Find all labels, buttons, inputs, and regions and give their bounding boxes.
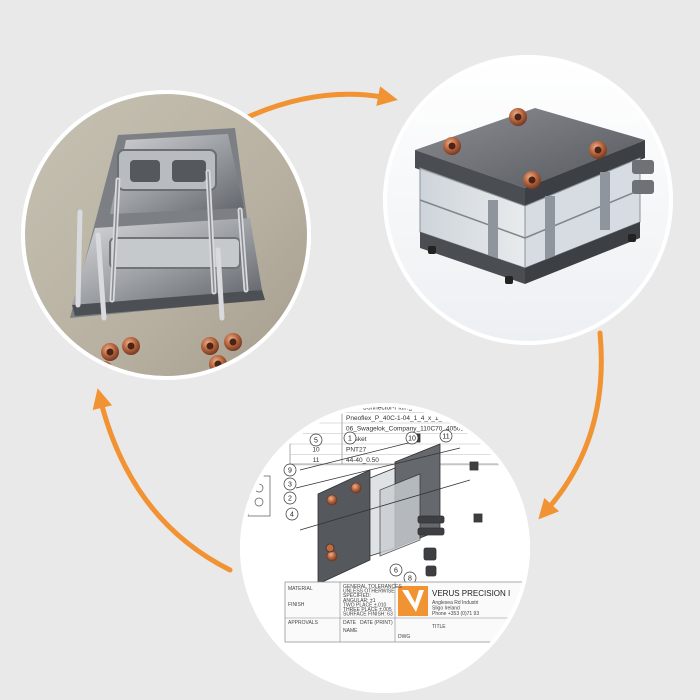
title-block-field: DATE (PRINT) [360,620,393,626]
company-address-line: Phone +353 (0)71 93 [432,611,479,617]
bom-description: SubstMarg_N_M_Ext_Nut [346,394,422,401]
callout-number: 5 [314,438,318,445]
cad-nut-icon [443,108,607,189]
arrow-photo-to-cad [245,86,398,120]
cad-circle [383,55,673,345]
bom-description: 06_Swagelok_Company_110C70_40501A [346,426,469,433]
verus-logo-icon [398,586,428,616]
title-block-field: DWG [398,634,410,640]
drawing-circle: 1310K67 MiniTan Tie Rod 1310K62 MiniTan P… [240,373,530,693]
callout-number: 4 [290,512,294,519]
title-block-field: NAME [343,628,358,634]
title-block-field: DATE [343,620,357,626]
callout-number: 8 [408,576,412,583]
bom-item-number: 10 [312,447,320,454]
tolerance-note: SURFACE FINISH: 63 [343,612,393,618]
callout-number: 2 [288,496,292,503]
company-address-line: Anglesea Rd Industri [432,600,478,606]
bom-description: Pneoflex_P_40C-1-04_1_4_x_1_4 [346,415,446,422]
title-block-field: FINISH [288,602,305,608]
exploded-assembly-drawing [295,433,483,585]
callout-number: 9 [288,468,292,475]
bom-description: Gasket [346,436,367,443]
title-block-field: MATERIAL [288,586,313,592]
cycle-arrows [92,86,604,573]
arrow-cad-to-drawing [538,330,604,520]
bom-description: 1310K62 MiniTan Precision Shaft [346,384,442,391]
bom-description: Male-Connector-Fitting-Straight [346,405,437,412]
tolerance-note: THREE PLACE ±.005 [343,607,392,613]
title-block-field: APPROVALS [288,620,319,626]
circle-borders [21,55,673,693]
tolerance-note: ANGULAR: ±1 [343,598,376,604]
callout-number: 10 [408,436,416,443]
machined-mold-photo-icon [70,128,265,377]
callout-number: 3 [288,482,292,489]
bom-description: 44-40_0.50 [346,457,379,464]
bom-item-number: 7 [314,394,318,401]
title-label: TITLE [432,624,446,630]
arrow-drawing-to-photo [92,388,233,573]
bom-description: 1310K67 MiniTan Tie Rod [346,373,421,380]
tolerance-note: TWO PLACE ±.010 [343,602,387,608]
bom-item-number: 8 [314,405,318,412]
callout-number: 6 [394,568,398,575]
company-address-line: Sligo Ireland [432,606,460,612]
callout-number: 11 [442,434,449,441]
callout-balloons: 5 1 10 11 9 3 2 4 8 6 [283,429,453,585]
photo-circle [21,90,311,380]
tolerance-note: SPECIFIED: [343,593,371,599]
bom-item-number: 11 [313,457,320,464]
callout-number: 1 [348,436,352,443]
tolerance-note: GENERAL TOLERANCES [343,584,402,590]
rendered-3d-assembly-icon [415,108,654,284]
bom-description: PNT27 [346,447,367,454]
tolerance-note: UNLESS OTHERWISE [343,589,395,595]
company-name: VERUS PRECISION I [432,589,510,598]
